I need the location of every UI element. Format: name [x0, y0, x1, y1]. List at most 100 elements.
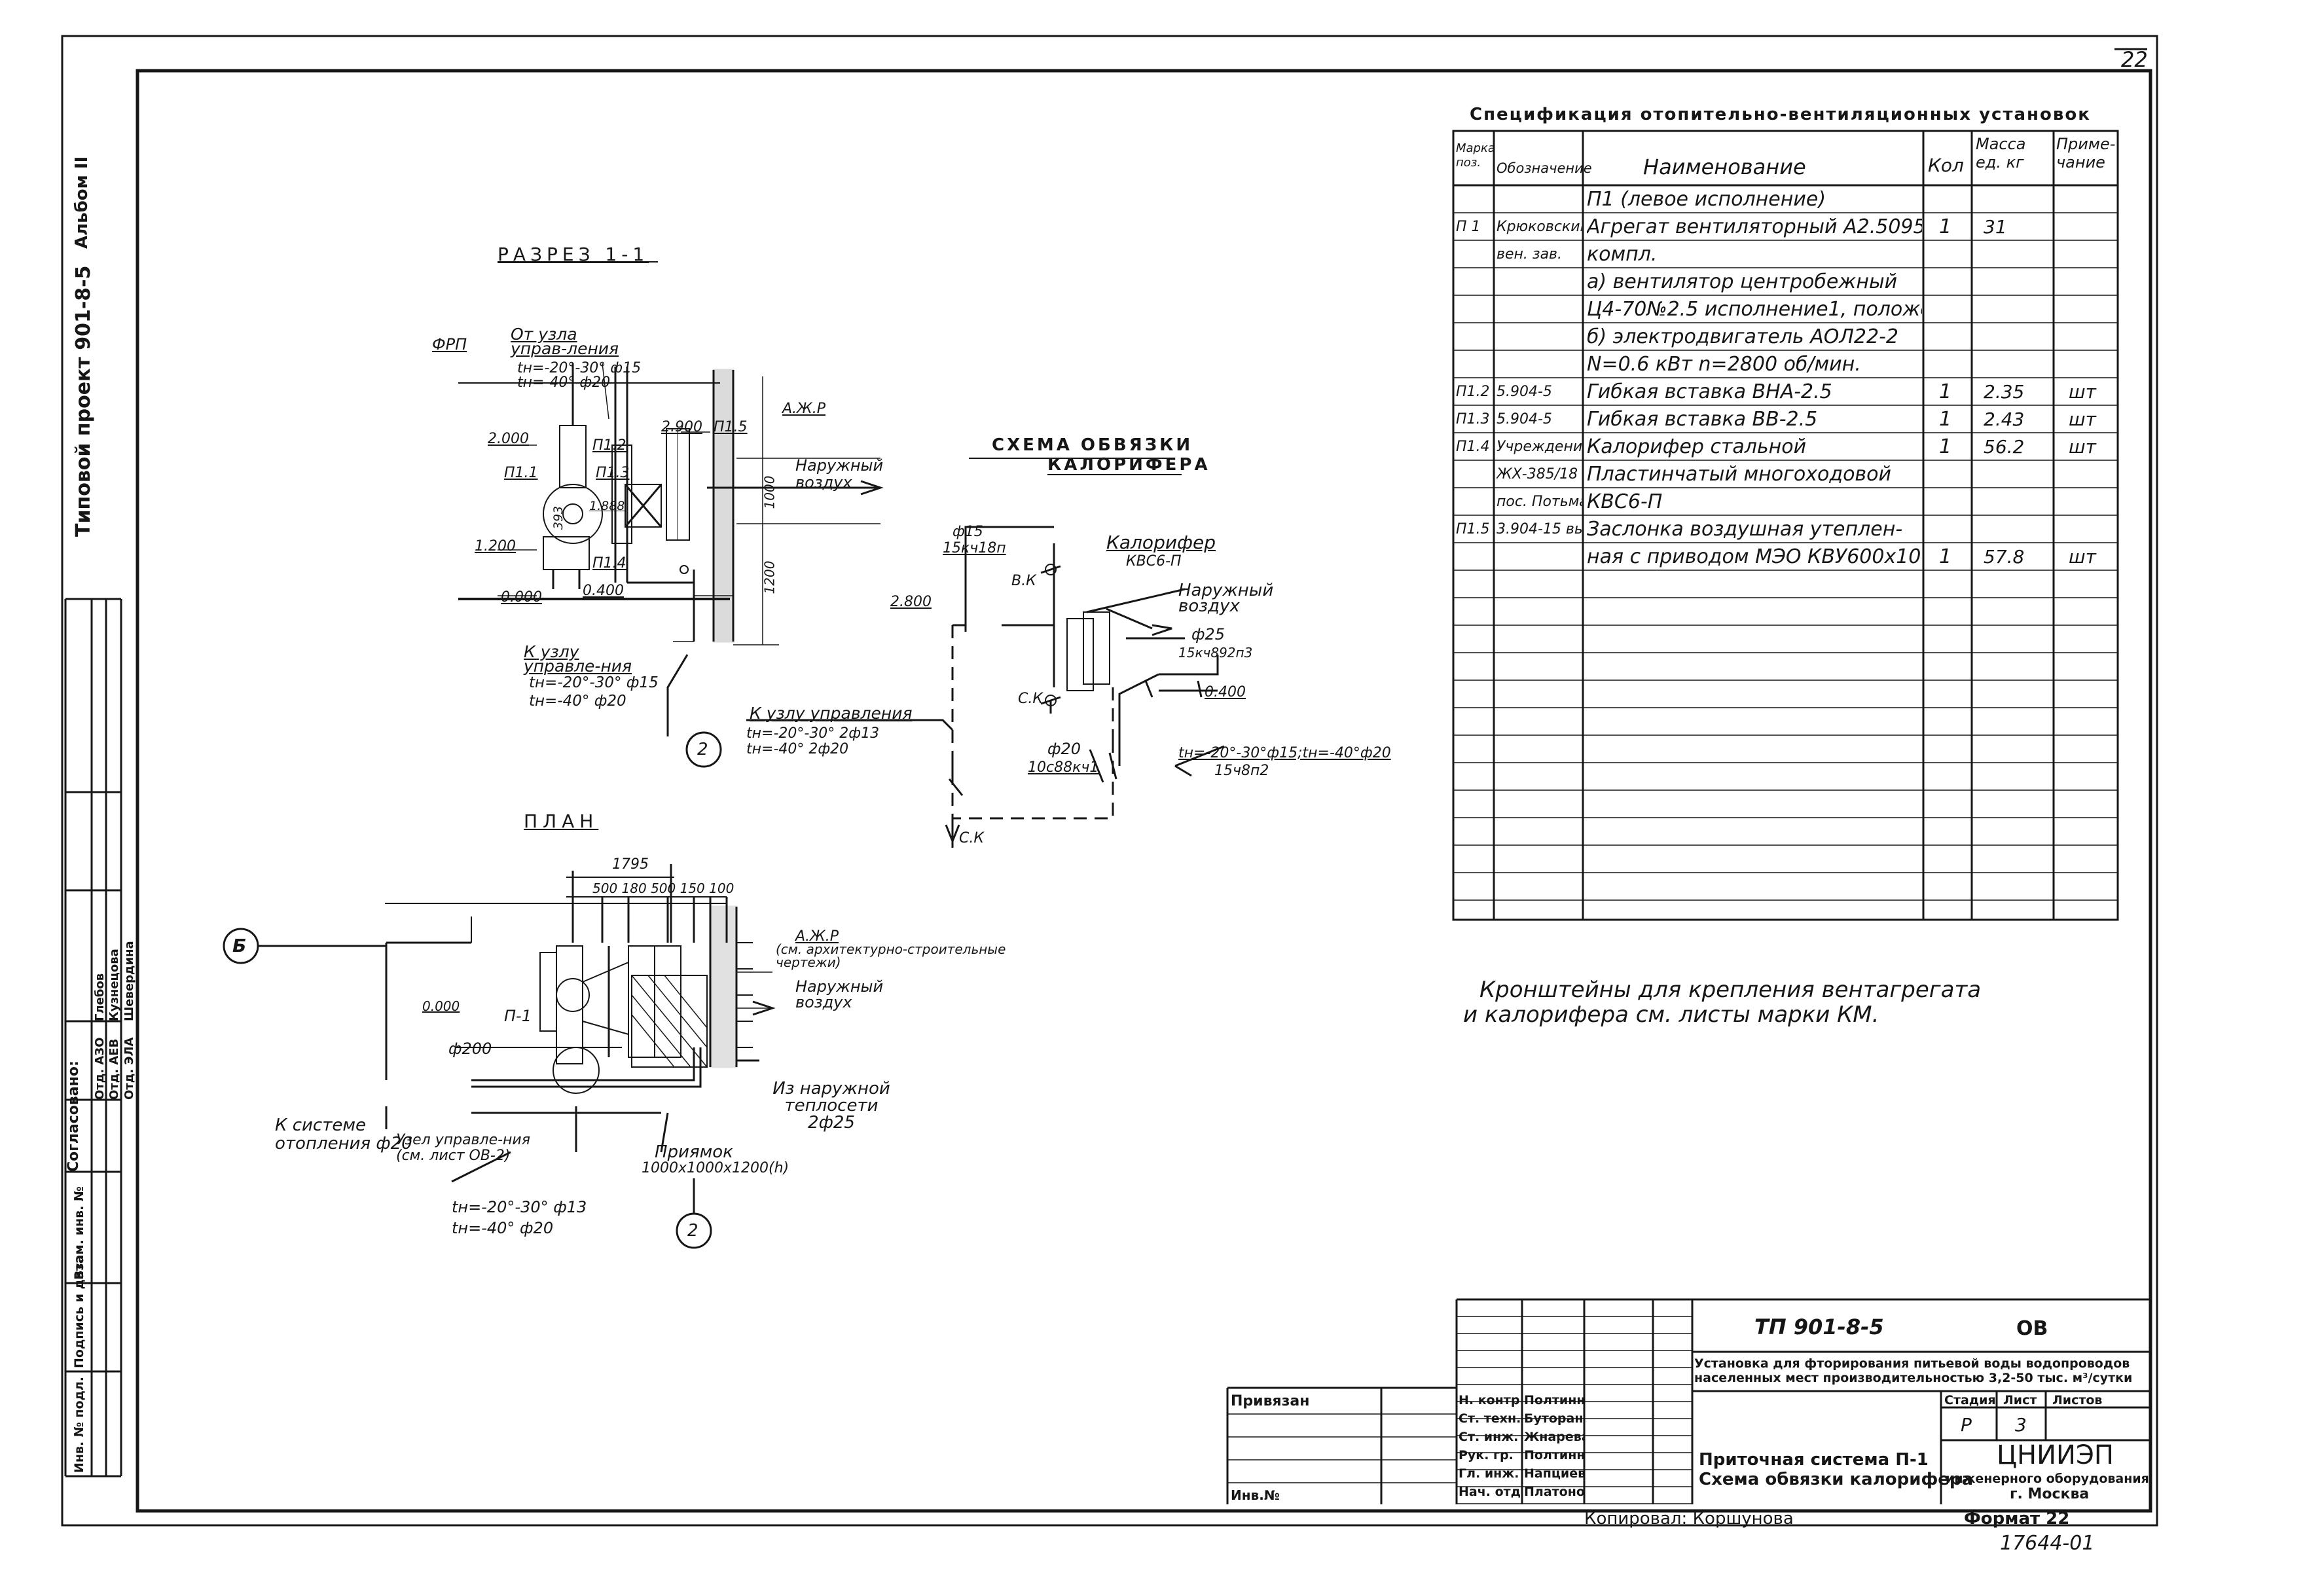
- scheme-vk: В.К: [1011, 573, 1036, 589]
- scheme-to-node: К узлу управления: [750, 704, 913, 723]
- format: Формат 22: [1964, 1509, 2070, 1529]
- spec-cell-designation: ЖХ-385/18: [1497, 466, 1578, 482]
- agreed-role-1: Отд. АЗО: [93, 1037, 107, 1100]
- spec-cell-qty: 1: [1939, 435, 1952, 458]
- signature-name: Буторанова: [1524, 1411, 1584, 1426]
- plan-arch-note: (см. архитектурно-строительные чертежи): [776, 941, 1006, 970]
- plan-dim-1795: 1795: [612, 856, 649, 873]
- spec-cell-name: Агрегат вентиляторный А2.5095-2А,: [1587, 215, 1922, 238]
- spec-cell-mark: П1.4: [1456, 439, 1490, 455]
- spec-cell-qty: 1: [1939, 380, 1952, 403]
- signature-role: Гл. инж. пр.: [1459, 1466, 1521, 1481]
- binding-label: Привязан: [1231, 1393, 1310, 1409]
- spec-cell-mass: 57.8: [1984, 546, 2025, 568]
- spec-cell-name: ная с приводом МЭО КВУ600х1000Э: [1587, 545, 1922, 568]
- spec-cell-designation: вен. зав.: [1497, 246, 1563, 263]
- spec-cell-mass: 56.2: [1984, 436, 2025, 458]
- scheme-d20: ф20: [1047, 740, 1081, 758]
- elev-2900: 2.900: [661, 419, 702, 435]
- album-vertical-label: Альбом II: [72, 156, 92, 249]
- spec-cell-name: б) электродвигатель АОЛ22-2: [1587, 325, 1899, 348]
- plan-outside-air: Наружный воздух: [795, 977, 884, 1011]
- outer-frame: [61, 35, 2158, 1527]
- scheme-right-temp: tн=-20°-30°ф15;tн=-40°ф20: [1178, 745, 1391, 761]
- dim-393: 393: [551, 505, 566, 530]
- elev-1200: 1.200: [475, 538, 516, 554]
- signature-role: Н. контр.: [1459, 1393, 1521, 1407]
- signature-name: Полтинникова: [1524, 1448, 1584, 1462]
- scheme-to-node-t2: tн=-40° 2ф20: [746, 741, 849, 757]
- agreed-role-3: Отд. ЭЛА: [122, 1037, 136, 1100]
- spec-header-note: Приме-чание: [2056, 135, 2116, 172]
- spec-cell-mass: 31: [1984, 216, 2007, 238]
- stage-value: Р: [1961, 1414, 1972, 1436]
- page-number: 22: [2121, 47, 2148, 72]
- section-from-node: От узла управ-ления: [511, 325, 619, 358]
- plan-elev-0000: 0.000: [422, 998, 460, 1014]
- spec-cell-name: компл.: [1587, 243, 1658, 266]
- agreed-name-1: Глебов: [93, 973, 107, 1021]
- scheme-heater: Калорифер: [1106, 532, 1216, 553]
- margin-strip: [64, 598, 122, 1478]
- plan-title: ПЛАН: [524, 810, 599, 832]
- spec-cell-mark: П1.3: [1456, 411, 1490, 427]
- scheme-ck-1: С.К: [1018, 691, 1043, 707]
- spec-cell-name: Пластинчатый многоходовой: [1587, 463, 1891, 486]
- section-to-node: К узлу управле-ния: [524, 642, 632, 676]
- signature-name: Напциевская: [1524, 1466, 1584, 1481]
- scheme-d25: ф25: [1191, 625, 1225, 644]
- scheme-to-node-t1: tн=-20°-30° 2ф13: [746, 725, 880, 742]
- section-outside-air: Наружный воздух: [795, 456, 884, 492]
- org-desc: инженерного оборудования: [1946, 1472, 2149, 1486]
- drawing-title-2: Схема обвязки калорифера: [1699, 1470, 1974, 1489]
- spec-cell-qty: 1: [1939, 215, 1952, 238]
- sheet-value: 3: [2015, 1414, 2027, 1436]
- label-p1-1: П1.1: [504, 465, 538, 481]
- elev-2000: 2.000: [488, 431, 529, 447]
- note-line-2: и калорифера см. листы марки КМ.: [1463, 1002, 1879, 1028]
- project-vertical-label: Типовой проект 901-8-5: [72, 265, 95, 537]
- scheme-right-valve: 15ч8п2: [1214, 763, 1269, 779]
- elev-0400: 0.400: [583, 583, 624, 599]
- plan-dims-row: 500 180 500 150 100: [592, 880, 735, 896]
- spec-title: Спецификация отопительно-вентиляционных …: [1470, 105, 2091, 124]
- spec-header-qty: Кол: [1928, 154, 1964, 176]
- agreed-name-3: Шевердина: [122, 941, 136, 1021]
- spec-cell-note: шт: [2069, 408, 2096, 430]
- signature-name: Полтинникова: [1524, 1393, 1584, 1407]
- elev-1888: 1.888: [589, 499, 625, 513]
- scheme-outside-air: Наружный воздух: [1178, 581, 1274, 616]
- spec-cell-mass: 2.35: [1984, 381, 2025, 403]
- scheme-title-2: КАЛОРИФЕРА: [1047, 455, 1210, 475]
- section-linework: [458, 261, 884, 768]
- stamp-number: 17644-01: [2000, 1532, 2095, 1555]
- scheme-valve-3: 10с88кч1: [1028, 759, 1099, 776]
- scheme-valve-2: 15кч892п3: [1178, 645, 1253, 661]
- agreed-heading: Согласовано:: [65, 1061, 82, 1172]
- spec-cell-name: Гибкая вставка ВВ-2.5: [1587, 408, 1818, 431]
- scheme-heater-model: КВС6-П: [1126, 553, 1182, 570]
- plan-linework: [223, 864, 776, 1249]
- spec-cell-name: Заслонка воздушная утеплен-: [1587, 518, 1903, 541]
- stamp-label-inv: Инв. № подл.: [72, 1376, 86, 1473]
- spec-cell-note: шт: [2069, 546, 2096, 568]
- scheme-d15: ф15: [952, 524, 983, 540]
- plan-from-network: Из наружной теплосети 2ф25: [772, 1079, 890, 1133]
- spec-table-lines: [1452, 130, 2119, 921]
- spec-cell-mark: П1.5: [1456, 521, 1490, 537]
- spec-header-mass: Масса ед. кг: [1976, 135, 2026, 172]
- signature-name: Платонов: [1524, 1485, 1584, 1499]
- label-p1-3: П1.3: [596, 465, 630, 481]
- signature-role: Нач. отд.: [1459, 1485, 1521, 1499]
- scheme-linework: [746, 458, 1225, 848]
- sheet-code: ОВ: [2016, 1317, 2048, 1340]
- copied-by: Копировал: Коршунова: [1584, 1509, 1794, 1529]
- spec-cell-name: а) вентилятор центробежный: [1587, 270, 1898, 293]
- project-title-2: населенных мест производительностью 3,2-…: [1694, 1371, 2133, 1385]
- spec-header-mark: Марка поз.: [1456, 141, 1495, 170]
- label-p1-5: П1.5: [714, 419, 748, 435]
- spec-cell-name: N=0.6 кВт n=2800 об/мин.: [1587, 353, 1861, 376]
- section-frp: ФРП: [432, 335, 467, 354]
- org-city: г. Москва: [2010, 1486, 2090, 1502]
